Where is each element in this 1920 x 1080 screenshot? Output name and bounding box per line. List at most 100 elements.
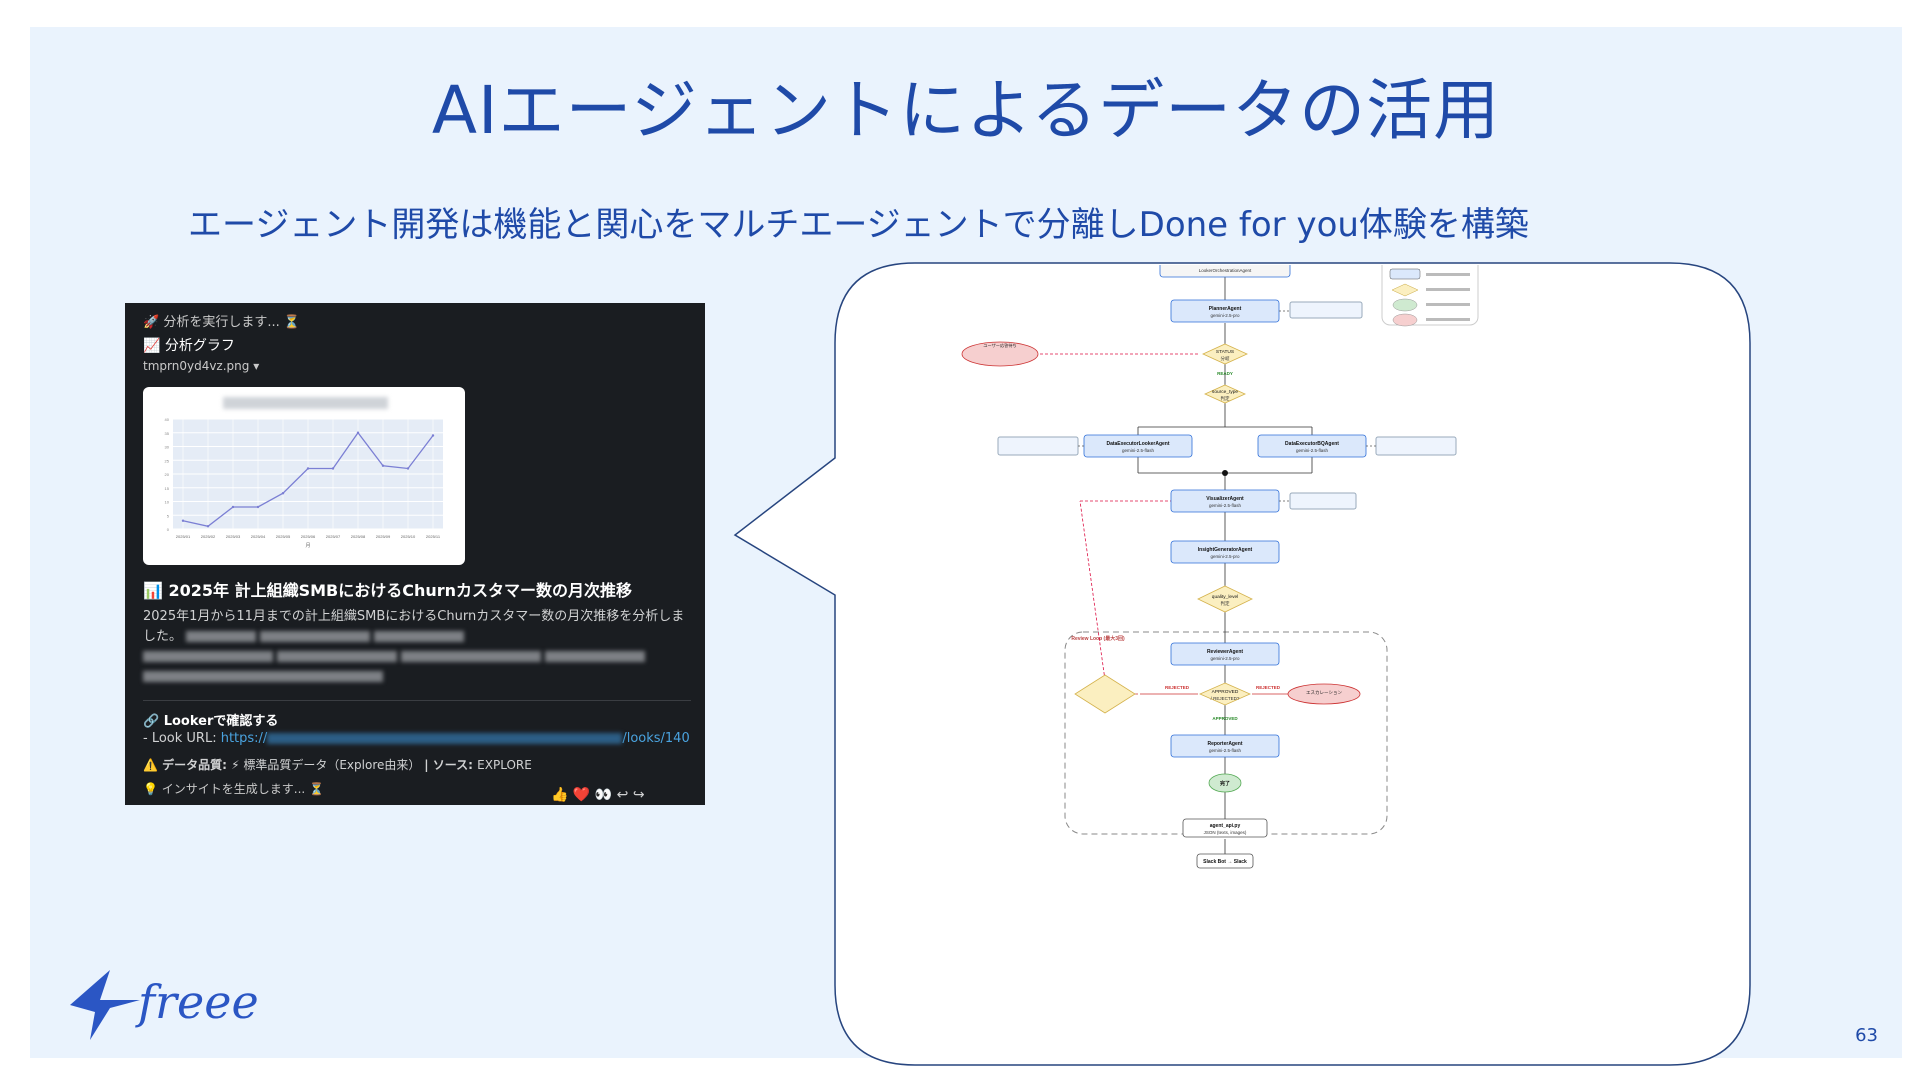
data-point	[331, 467, 335, 470]
svg-text:freee: freee	[135, 975, 259, 1029]
node-status-sub: 分岐	[1221, 355, 1230, 362]
node-escalation	[1287, 683, 1361, 705]
data-point	[356, 431, 360, 434]
data-point	[281, 492, 285, 495]
node-bq-title: DataExecutorBQAgent	[1285, 441, 1339, 447]
node-api2-sub: JSON (texts, images)	[1204, 830, 1247, 835]
x-tick-label: 2025/11	[426, 534, 441, 539]
blurred-chart-title	[223, 397, 388, 409]
insight-message: 💡 インサイトを生成します... ⏳	[143, 782, 324, 796]
node-looker-sub: gemini-2.5-flash	[1122, 448, 1155, 453]
quality-row: ⚠️ データ品質: ⚡ 標準品質データ（Explore由来） | ソース: EX…	[143, 756, 532, 773]
legend-swatch	[1391, 283, 1419, 297]
y-tick-label: 10	[165, 500, 170, 505]
node-orch-title: Orchestrator	[1210, 265, 1240, 267]
node-insight-title: InsightGeneratorAgent	[1198, 547, 1253, 553]
node-done-title: 完了	[1220, 780, 1230, 787]
source-label: | ソース:	[424, 758, 478, 772]
flow-edge	[1079, 500, 1106, 681]
escalation-label: エスカレーション	[1306, 690, 1342, 696]
x-tick-label: 2025/04	[251, 534, 266, 539]
x-tick-label: 2025/01	[176, 534, 191, 539]
node-reporter	[1170, 734, 1280, 758]
y-tick-label: 0	[167, 527, 170, 532]
node-approved-sub: / REJECTED?	[1211, 696, 1240, 701]
slack-chat-screenshot: 🚀 分析を実行します... ⏳ 📈 分析グラフ tmprn0yd4vz.png …	[125, 303, 705, 805]
x-tick-label: 2025/03	[226, 534, 241, 539]
node-reporter-title: ReporterAgent	[1207, 741, 1242, 747]
file-name: tmprn0yd4vz.png	[143, 359, 250, 373]
x-tick-label: 2025/07	[326, 534, 341, 539]
data-point	[431, 434, 435, 437]
review-loop-label: Review Loop (最大3回)	[1071, 635, 1125, 642]
x-tick-label: 2025/10	[401, 534, 416, 539]
chevron-down-icon[interactable]: ▾	[253, 359, 260, 373]
node-quality	[1197, 585, 1253, 613]
tool-box	[1289, 492, 1357, 510]
node-status-title: STATUS	[1216, 349, 1234, 355]
node-quality-sub: 判定	[1221, 600, 1230, 607]
look-url-row: - Look URL: https:///looks/140	[143, 731, 690, 746]
node-source-sub: 判定	[1221, 395, 1230, 402]
slide-subtitle: エージェント開発は機能と関心をマルチエージェントで分離しDone for you…	[188, 205, 1529, 245]
x-tick-label: 2025/06	[301, 534, 316, 539]
node-insight	[1170, 540, 1280, 564]
freee-logo: freee	[70, 970, 259, 1040]
legend-swatch	[1389, 268, 1421, 280]
file-name-row[interactable]: tmprn0yd4vz.png ▾	[143, 359, 259, 373]
node-quality-title: quality_level	[1212, 594, 1238, 600]
data-point	[406, 467, 410, 470]
legend-text-line	[1426, 303, 1470, 306]
reaction-bar[interactable]: 👍 ❤️ 👀 ↩ ↪	[551, 787, 645, 803]
slide-title: AIエージェントによるデータの活用	[431, 72, 1501, 149]
approved-label: APPROVED	[1212, 716, 1238, 721]
node-planner-title: PlannerAgent	[1209, 306, 1242, 312]
rejected-label-right: REJECTED	[1256, 685, 1281, 690]
quality-value: ⚡ 標準品質データ（Explore由来）	[231, 758, 421, 772]
graph-heading: 📈 分析グラフ	[143, 338, 235, 354]
node-planner-sub: gemini-2.5-pro	[1210, 313, 1240, 318]
tool-box	[997, 436, 1079, 456]
y-tick-label: 15	[165, 486, 170, 491]
node-user-confirm	[961, 341, 1039, 367]
running-message: 🚀 分析を実行します... ⏳	[143, 315, 301, 330]
x-tick-label: 2025/02	[201, 534, 216, 539]
node-reviewer	[1170, 642, 1280, 666]
divider	[143, 700, 691, 701]
node-orch-sub: LookerOrchestrationAgent	[1199, 268, 1252, 273]
legend-swatch	[1392, 313, 1418, 327]
node-api2-title: agent_api.py	[1210, 823, 1241, 829]
node-done	[1208, 773, 1242, 793]
agent-flowchart: Review Loop (最大3回)Legendagent_api.pyPOST…	[961, 265, 1479, 869]
y-tick-label: 40	[165, 417, 170, 422]
y-tick-label: 25	[165, 458, 170, 463]
legend-text-line	[1426, 318, 1470, 321]
data-point	[231, 505, 235, 509]
node-approved	[1199, 682, 1251, 706]
node-looker-title: DataExecutorLookerAgent	[1106, 441, 1169, 447]
x-tick-label: 2025/09	[376, 534, 391, 539]
node-approved-title: APPROVED	[1212, 689, 1239, 695]
y-tick-label: 20	[165, 472, 170, 477]
node-slack-title: Slack Bot → Slack	[1203, 859, 1247, 865]
y-tick-label: 30	[165, 445, 170, 450]
node-slack	[1196, 853, 1254, 869]
rejected-label-left: REJECTED	[1165, 685, 1190, 690]
node-feedback	[1074, 674, 1136, 714]
node-reporter-sub: gemini-2.5-flash	[1209, 748, 1242, 753]
look-url-link[interactable]: https:///looks/140	[220, 731, 690, 746]
legend-text-line	[1426, 273, 1470, 276]
tool-box	[1375, 436, 1457, 456]
node-bq-sub: gemini-2.5-flash	[1296, 448, 1329, 453]
data-point	[181, 519, 185, 522]
node-reviewer-title: ReviewerAgent	[1207, 649, 1243, 655]
node-status	[1202, 343, 1248, 365]
data-point	[306, 467, 310, 470]
node-source	[1204, 384, 1246, 404]
join-dot	[1222, 470, 1228, 476]
node-orch	[1159, 265, 1291, 278]
chart-heading: 📊 2025年 計上組織SMBにおけるChurnカスタマー数の月次推移	[143, 581, 633, 600]
data-point	[381, 464, 385, 467]
